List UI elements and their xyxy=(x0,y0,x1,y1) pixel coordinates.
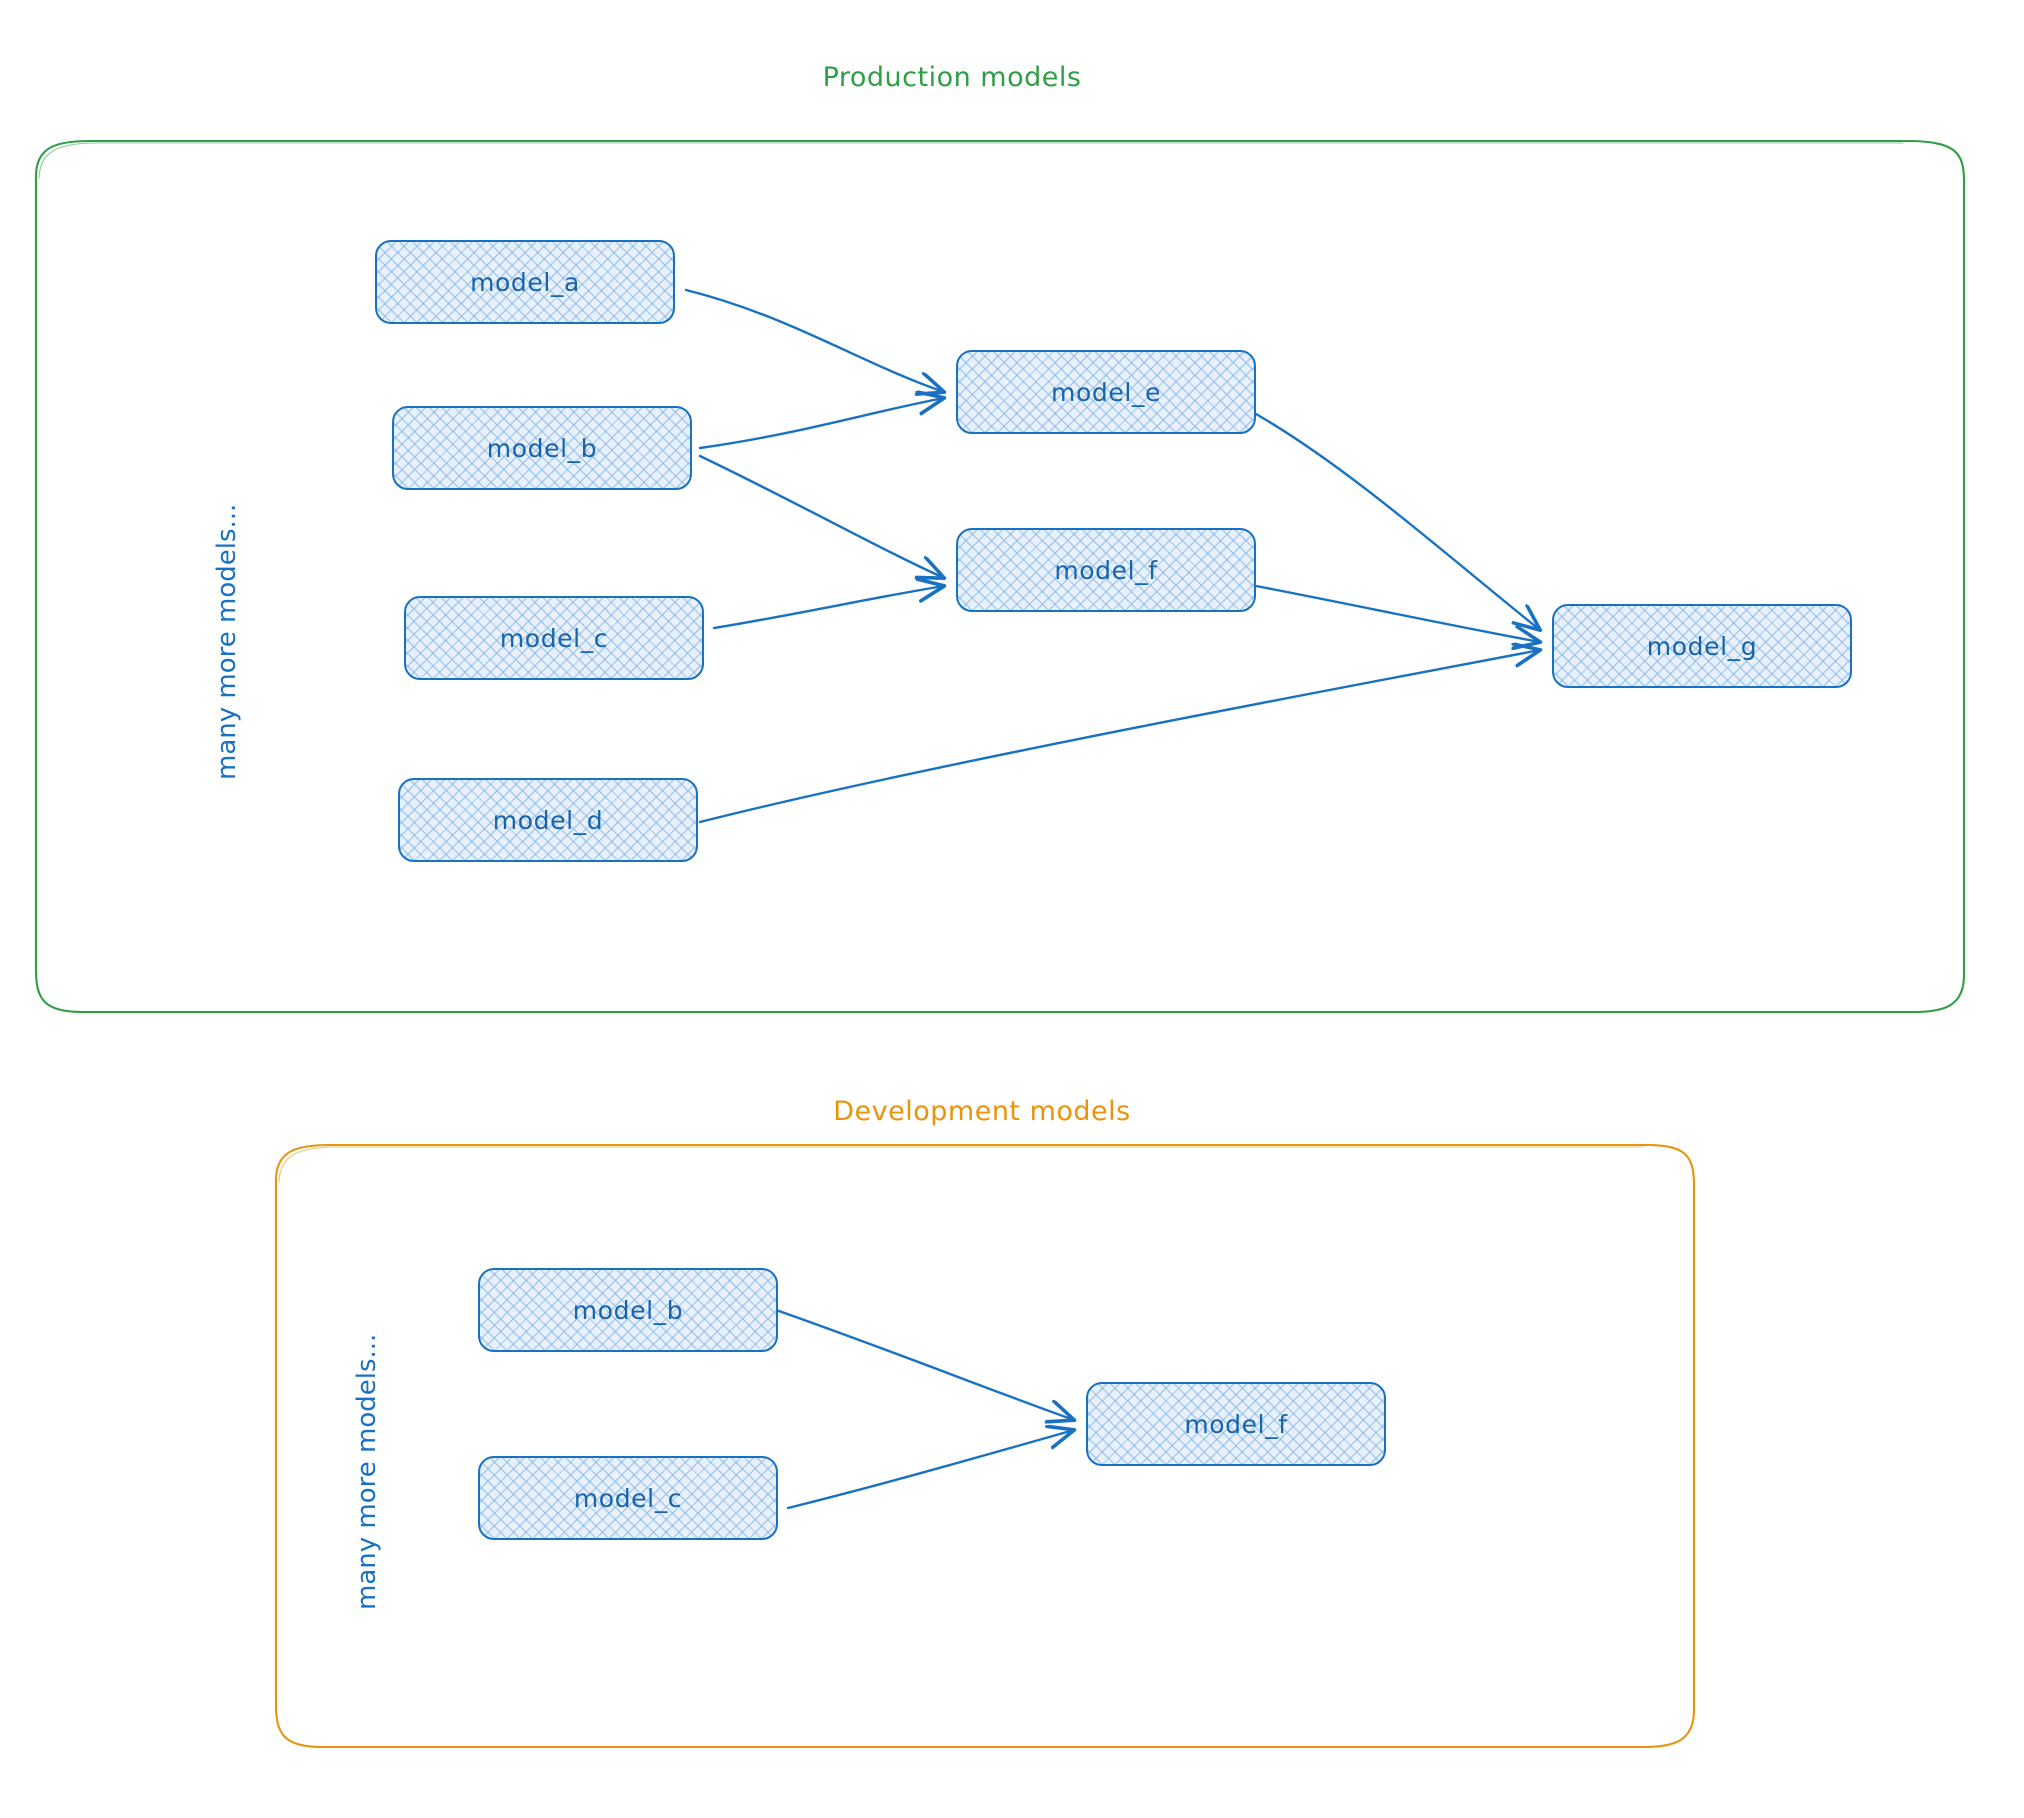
edge-model-b-to-model-e xyxy=(698,398,944,450)
node-label: model_e xyxy=(1051,377,1161,407)
edge-model-b-to-model-f xyxy=(698,454,944,578)
node-dev-model-b[interactable]: model_b xyxy=(478,1268,778,1352)
node-label: model_c xyxy=(573,1483,683,1513)
node-prod-model-e[interactable]: model_e xyxy=(956,350,1256,434)
node-prod-model-c[interactable]: model_c xyxy=(404,596,704,680)
edge-model-e-to-model-g xyxy=(1254,412,1540,630)
edge-model-a-to-model-e xyxy=(684,288,944,392)
development-many-more-models-label: many more models... xyxy=(352,1333,382,1610)
node-label: model_g xyxy=(1646,631,1758,661)
dev-edge-model-b-to-model-f xyxy=(774,1308,1074,1420)
dev-edge-model-c-to-model-f xyxy=(786,1430,1074,1510)
node-dev-model-c[interactable]: model_c xyxy=(478,1456,778,1540)
node-label: model_b xyxy=(572,1295,684,1325)
edge-model-f-to-model-g xyxy=(1254,584,1540,642)
node-label: model_b xyxy=(486,433,598,463)
edge-model-d-to-model-g xyxy=(698,650,1540,824)
node-prod-model-g[interactable]: model_g xyxy=(1552,604,1852,688)
node-label: model_a xyxy=(470,267,580,297)
node-prod-model-a[interactable]: model_a xyxy=(375,240,675,324)
development-group-frame xyxy=(274,1143,1696,1749)
production-many-more-models-label: many more models... xyxy=(212,503,242,780)
edge-model-c-to-model-f xyxy=(712,586,944,630)
node-label: model_c xyxy=(499,623,609,653)
node-prod-model-b[interactable]: model_b xyxy=(392,406,692,490)
node-prod-model-f[interactable]: model_f xyxy=(956,528,1256,612)
node-label: model_f xyxy=(1054,555,1158,585)
node-prod-model-d[interactable]: model_d xyxy=(398,778,698,862)
production-group-title: Production models xyxy=(822,62,1082,93)
development-group-title: Development models xyxy=(833,1096,1131,1127)
node-label: model_f xyxy=(1184,1409,1288,1439)
node-dev-model-f[interactable]: model_f xyxy=(1086,1382,1386,1466)
node-label: model_d xyxy=(492,805,604,835)
